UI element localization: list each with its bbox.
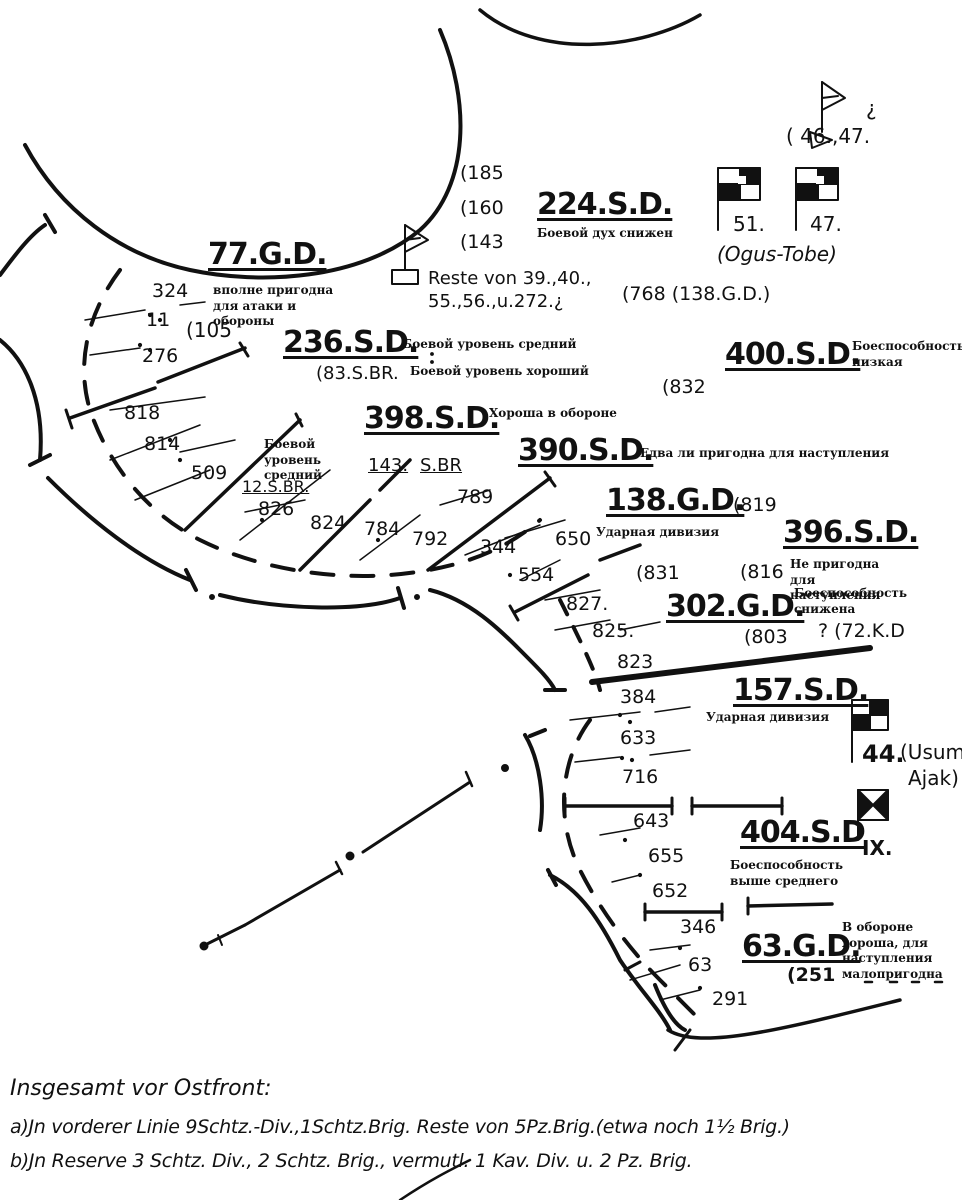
regiment-823: 823: [617, 651, 654, 673]
assessment-157: Ударная дивизия: [706, 710, 830, 724]
regiment-384: 384: [620, 686, 657, 708]
regiment-633: 633: [620, 727, 657, 749]
annotation-usum: (Usum: [900, 740, 962, 764]
regiment-716: 716: [622, 766, 659, 788]
assessment-390: Едва ли пригодна для наступления: [640, 446, 890, 460]
regiment-816: (816: [740, 561, 784, 583]
regiment-819: (819: [733, 494, 777, 516]
division-label-396: 396.S.D.: [783, 515, 919, 550]
assessment-77: вполне пригодна для атаки и обороны: [213, 283, 334, 329]
legend-title: Insgesamt vor Ostfront:: [10, 1076, 272, 1101]
assessment-404: Боеспособность выше среднего: [730, 858, 843, 888]
regiment-324: 324: [152, 280, 189, 302]
legend-line-b: b)Jn Reserve 3 Schtz. Div., 2 Schtz. Bri…: [10, 1150, 693, 1172]
regiment-792: 792: [412, 528, 449, 550]
annotation-47: 47.: [810, 212, 842, 236]
regiment-276: 276: [142, 345, 179, 367]
regiment-652: 652: [652, 880, 689, 902]
regiment-789: 789: [457, 486, 494, 508]
assessment-224: Боевой дух снижен: [537, 226, 673, 240]
unit-flag-51: [717, 167, 761, 231]
division-label-63: 63.G.D.: [742, 929, 861, 964]
assessment-396: Не пригодна для наступления: [790, 557, 881, 603]
annotation-question: ¿: [866, 96, 877, 120]
assessment-400: Боеспособность низкая: [852, 339, 962, 369]
assessment-63: В обороне хороша, для наступления малопр…: [842, 920, 943, 981]
unit-flag-IX: [857, 789, 889, 841]
annotation-44: 44.: [862, 740, 905, 768]
regiment-824: 824: [310, 512, 347, 534]
regiment-346: 346: [680, 916, 717, 938]
regiment-825: 825.: [592, 620, 635, 642]
assessment-236: Боевой уровень средний: [402, 337, 577, 351]
division-label-138: 138.G.D.: [606, 483, 745, 518]
boundary-302-157: [589, 645, 873, 685]
division-label-302: 302.G.D.: [666, 589, 805, 624]
division-label-236: 236.S.D.: [283, 325, 419, 360]
regiment-655: 655: [648, 845, 685, 867]
division-label-398: 398.S.D.: [364, 401, 500, 436]
annotation-reste-1: Reste von 39.,40.,: [428, 268, 592, 289]
annotation-ogus-tobe: (Ogus-Tobe): [717, 242, 837, 266]
assessment-398: Хороша в обороне: [489, 406, 617, 420]
assessment-83: Боевой уровень хороший: [410, 364, 589, 378]
regiment-291: 291: [712, 988, 749, 1010]
annotation-46-47: ( 46.,47.: [786, 124, 871, 148]
brigade-83: (83.S.BR.: [316, 363, 399, 384]
assessment-12: Боевой уровень средний: [264, 437, 322, 483]
regiment-831: (831: [636, 562, 680, 584]
regiment-160: (160: [460, 197, 504, 219]
defence-line-west: [82, 268, 542, 578]
brigade-12: 12.S.BR.: [242, 477, 310, 496]
regiment-509: 509: [191, 462, 228, 484]
regiment-11: 11: [146, 309, 171, 331]
assessment-138: Ударная дивизия: [596, 525, 720, 539]
regiment-554: 554: [518, 564, 555, 586]
flag-icon: [391, 224, 429, 285]
assessment-396b: Боеспособность снижена: [794, 586, 907, 616]
flag-icon-46-47: [809, 81, 846, 149]
division-label-77: 77.G.D.: [208, 237, 327, 272]
regiment-63: 63: [688, 954, 713, 976]
division-label-390: 390.S.D.: [518, 433, 654, 468]
annotation-reste-2: 55.,56.,u.272.¿: [428, 291, 564, 312]
unit-flag-44: [851, 699, 889, 763]
regiment-143: (143: [460, 231, 504, 253]
regiment-832: (832: [662, 376, 706, 398]
front-west: [0, 338, 43, 462]
regiment-650: 650: [555, 528, 592, 550]
regiment-826: 826: [258, 498, 295, 520]
regiment-814: 814: [144, 433, 181, 455]
regiment-344: 344: [480, 536, 517, 558]
annotation-IX: IX.: [862, 836, 893, 860]
regiment-768: (768 (138.G.D.): [622, 283, 771, 305]
regiment-818: 818: [124, 402, 161, 424]
brigade-sbr: S.BR: [420, 455, 463, 476]
division-label-400: 400.S.D.: [725, 337, 861, 372]
front-southwest: [46, 476, 192, 582]
legend-line-a: a)Jn vorderer Linie 9Schtz.-Div.,1Schtz.…: [10, 1116, 790, 1138]
unit-flag-47: [795, 167, 839, 231]
coastline-north: [23, 28, 463, 280]
annotation-ajak: Ajak): [908, 766, 959, 790]
annotation-51: 51.: [733, 212, 765, 236]
coastline-west-stub: [0, 223, 47, 277]
division-label-224: 224.S.D.: [537, 187, 673, 222]
regiment-784: 784: [364, 518, 401, 540]
coastline-east: [478, 8, 702, 47]
regiment-827: 827.: [566, 593, 609, 615]
front-isthmus: [428, 588, 557, 692]
regiment-105: (105: [186, 318, 232, 342]
regiment-185: (185: [460, 162, 504, 184]
regiment-251: (251: [787, 964, 836, 986]
regiment-643: 643: [633, 810, 670, 832]
division-label-157: 157.S.D.: [733, 673, 869, 708]
regiment-72kd: ? (72.K.D: [818, 620, 905, 642]
division-label-404: 404.S.D: [740, 815, 866, 850]
brigade-143: 143.: [368, 455, 409, 476]
regiment-803: (803: [744, 626, 788, 648]
